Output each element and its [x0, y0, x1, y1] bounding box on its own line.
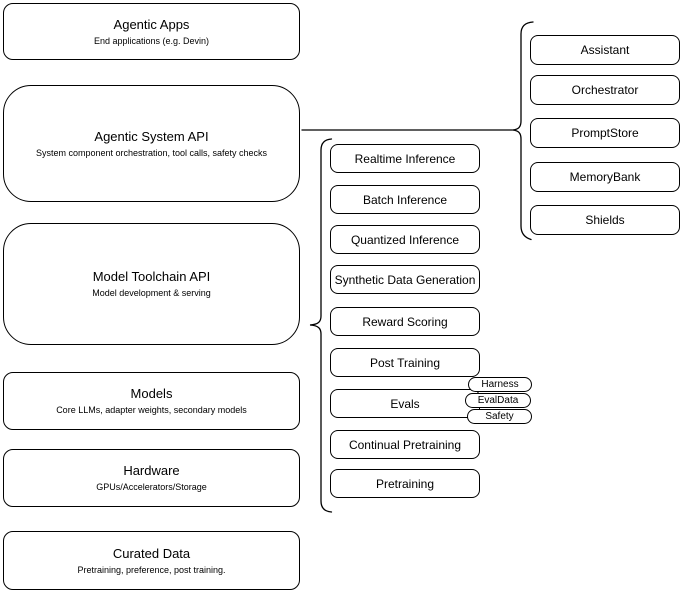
tag-label: Harness — [481, 379, 519, 390]
node-label: Assistant — [580, 43, 630, 57]
node-evals: Evals — [330, 389, 480, 418]
tag-label: EvalData — [477, 395, 519, 406]
node-label: Quantized Inference — [350, 232, 460, 247]
node-batch-inference: Batch Inference — [330, 185, 480, 214]
node-realtime-inference: Realtime Inference — [330, 144, 480, 173]
tag-label: Safety — [485, 411, 514, 422]
node-label: Orchestrator — [571, 83, 639, 97]
node-subtitle: GPUs/Accelerators/Storage — [96, 482, 207, 492]
node-subtitle: End applications (e.g. Devin) — [93, 35, 210, 46]
node-label: Evals — [390, 396, 420, 411]
node-quantized-inference: Quantized Inference — [330, 225, 480, 254]
node-title: Model Toolchain API — [92, 269, 211, 284]
node-continual-pretraining: Continual Pretraining — [330, 430, 480, 459]
node-subtitle: System component orchestration, tool cal… — [35, 147, 268, 158]
node-post-training: Post Training — [330, 348, 480, 377]
node-subtitle: Core LLMs, adapter weights, secondary mo… — [56, 405, 247, 415]
node-label: Realtime Inference — [354, 151, 456, 166]
node-title: Models — [130, 386, 173, 401]
node-agentic-apps: Agentic Apps End applications (e.g. Devi… — [3, 3, 300, 60]
node-hardware: Hardware GPUs/Accelerators/Storage — [3, 449, 300, 507]
node-promptstore: PromptStore — [530, 118, 680, 148]
node-label: Shields — [585, 213, 625, 227]
node-title: Agentic Apps — [113, 16, 190, 32]
node-label: Batch Inference — [362, 192, 448, 207]
node-label: Reward Scoring — [362, 314, 448, 329]
node-title: Curated Data — [112, 545, 191, 561]
node-synthetic-data-generation: Synthetic Data Generation — [330, 265, 480, 294]
node-models: Models Core LLMs, adapter weights, secon… — [3, 372, 300, 430]
node-label: Continual Pretraining — [348, 437, 462, 452]
node-reward-scoring: Reward Scoring — [330, 307, 480, 336]
node-label: MemoryBank — [569, 170, 641, 184]
node-model-toolchain-api: Model Toolchain API Model development & … — [3, 223, 300, 345]
node-curated-data: Curated Data Pretraining, preference, po… — [3, 531, 300, 590]
bracket-toolchain-services — [309, 138, 333, 513]
node-assistant: Assistant — [530, 35, 680, 65]
node-pretraining: Pretraining — [330, 469, 480, 498]
node-memorybank: MemoryBank — [530, 162, 680, 192]
node-label: Pretraining — [375, 476, 435, 491]
node-orchestrator: Orchestrator — [530, 75, 680, 105]
node-label: PromptStore — [571, 126, 639, 140]
node-shields: Shields — [530, 205, 680, 235]
node-subtitle: Pretraining, preference, post training. — [77, 564, 226, 575]
tag-evaldata: EvalData — [465, 393, 531, 408]
node-subtitle: Model development & serving — [92, 288, 211, 298]
node-title: Hardware — [123, 463, 180, 478]
node-label: Synthetic Data Generation — [334, 272, 476, 287]
node-label: Post Training — [369, 355, 441, 370]
node-title: Agentic System API — [94, 128, 209, 144]
tag-safety: Safety — [467, 409, 532, 424]
tag-harness: Harness — [468, 377, 532, 392]
bracket-system-components — [512, 21, 534, 241]
node-agentic-system-api: Agentic System API System component orch… — [3, 85, 300, 202]
